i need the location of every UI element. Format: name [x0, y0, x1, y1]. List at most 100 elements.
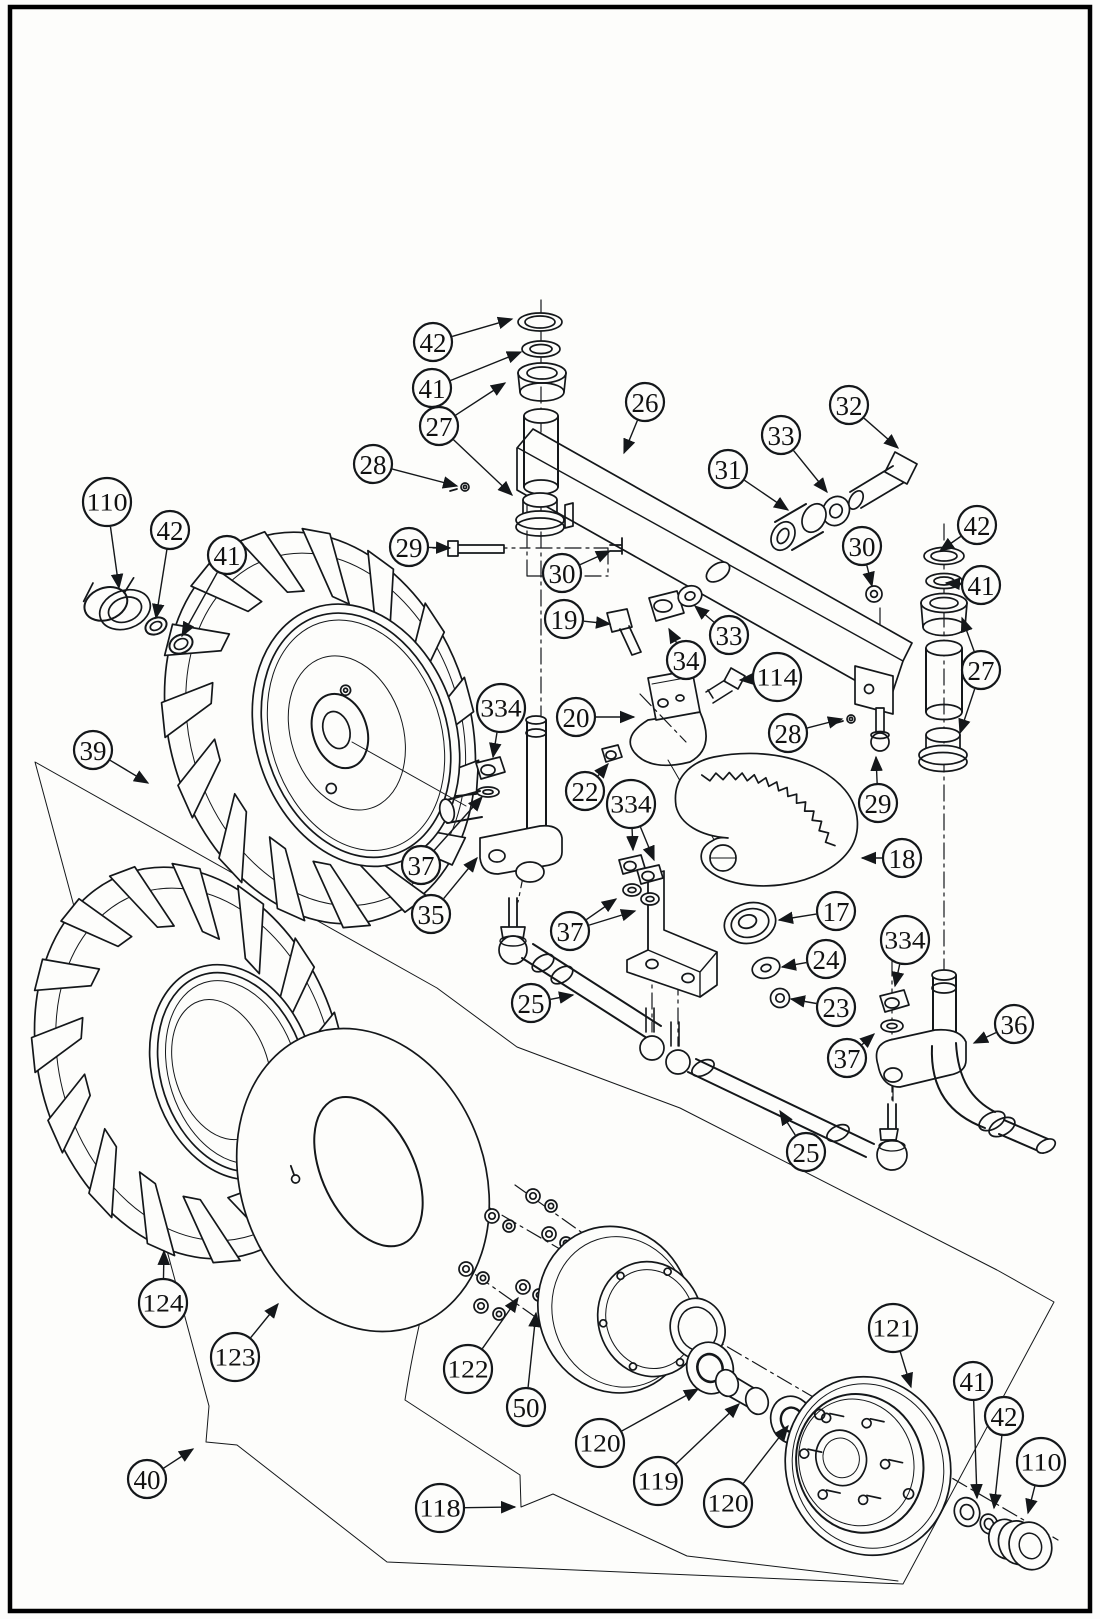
balloon-circle	[352, 443, 394, 485]
callout-120: 120	[574, 1388, 700, 1469]
leader-line	[392, 468, 459, 489]
leader-line	[989, 1435, 1003, 1510]
leader-line	[527, 1311, 541, 1388]
callout-27: 27	[418, 382, 514, 496]
callout-37: 37	[400, 795, 483, 886]
leader-line	[944, 577, 962, 591]
balloon-number: 120	[579, 1431, 620, 1458]
balloon-circle	[400, 844, 442, 886]
wheel-bolt	[473, 1298, 489, 1314]
balloon-number: 118	[419, 1496, 460, 1523]
balloon-number: 28	[360, 450, 387, 480]
lock-washer	[544, 1199, 558, 1213]
balloon-circle	[632, 1455, 684, 1507]
callout-29: 29	[857, 755, 899, 824]
balloon-number: 23	[823, 993, 850, 1023]
balloon-circle	[543, 598, 585, 640]
kingpin-left	[447, 312, 623, 557]
leader-line	[163, 1448, 195, 1469]
balloon-circle	[956, 504, 998, 546]
balloon-number: 334	[884, 928, 926, 955]
balloon-circle	[442, 1343, 494, 1395]
callout-118: 118	[414, 1482, 517, 1534]
balloon-circle	[574, 1417, 626, 1469]
leader-line	[428, 541, 452, 554]
callout-41: 41	[411, 351, 523, 409]
leader-line	[938, 535, 962, 552]
callout-119: 119	[632, 1403, 741, 1507]
balloon-number: 34	[673, 646, 701, 676]
inner-tube-123	[235, 1027, 491, 1333]
balloon-number: 37	[557, 917, 584, 947]
balloon-number: 33	[716, 621, 743, 651]
callout-120: 120	[702, 1424, 789, 1529]
leader-line	[433, 795, 483, 851]
leader-line	[250, 1302, 279, 1339]
callout-27: 27	[958, 616, 1002, 735]
washer-24	[751, 956, 781, 980]
balloon-circle	[708, 614, 750, 656]
leader-line	[780, 958, 807, 971]
balloon-number: 19	[551, 605, 578, 635]
leader-line	[870, 755, 883, 784]
balloon-circle	[410, 893, 452, 935]
callout-33: 33	[760, 414, 828, 494]
balloon-circle	[879, 914, 931, 966]
balloon-circle	[81, 476, 133, 528]
leader-line	[453, 439, 514, 496]
wheel-hub-118	[536, 1225, 726, 1394]
callout-39: 39	[72, 729, 150, 784]
balloon-number: 121	[872, 1316, 913, 1343]
leader-line	[151, 549, 168, 620]
spindle-right-36	[875, 969, 1057, 1154]
callout-41: 41	[944, 564, 1002, 606]
callout-23: 23	[789, 986, 857, 1028]
lock-washer	[476, 1271, 490, 1285]
balloon-number: 122	[447, 1357, 488, 1384]
leader-line	[675, 1403, 741, 1465]
balloon-number: 25	[518, 989, 545, 1019]
leader-line	[452, 316, 514, 338]
callout-40: 40	[126, 1448, 195, 1500]
leader-line	[744, 479, 790, 511]
balloon-number: 120	[707, 1491, 748, 1518]
balloon-circle	[805, 938, 847, 980]
leader-line	[579, 550, 612, 566]
balloon-number: 42	[991, 1402, 1018, 1432]
balloon-circle	[828, 384, 870, 426]
balloon-number: 25	[793, 1138, 820, 1168]
callout-334: 334	[879, 914, 931, 988]
leader-line	[891, 964, 905, 988]
leader-line	[550, 991, 575, 1004]
callout-110: 110	[1015, 1436, 1067, 1515]
wheel-bolt	[484, 1208, 500, 1224]
balloon-circle	[857, 782, 899, 824]
leader-line	[779, 1109, 796, 1136]
leader-line	[464, 1500, 517, 1514]
balloon-circle	[702, 1477, 754, 1529]
idler-pulley-17	[723, 901, 777, 945]
callout-29: 29	[388, 526, 452, 568]
hub-bolts-122-50	[458, 1188, 573, 1321]
leader-line	[157, 1249, 171, 1279]
wheel-bolt	[541, 1226, 557, 1242]
balloon-number: 29	[396, 533, 423, 563]
balloon-circle	[760, 414, 802, 456]
balloon-number: 37	[408, 851, 435, 881]
leader-line	[181, 572, 218, 638]
balloon-circle	[475, 682, 527, 734]
balloon-number: 22	[572, 777, 599, 807]
balloon-number: 33	[768, 421, 795, 451]
sector-gear-18	[674, 752, 859, 887]
leader-line	[481, 1296, 519, 1349]
callout-37: 37	[549, 898, 637, 952]
balloon-circle	[952, 1360, 994, 1402]
lock-washer	[492, 1307, 506, 1321]
balloon-circle	[549, 910, 591, 952]
balloon-number: 119	[637, 1469, 678, 1496]
balloon-number: 39	[80, 736, 107, 766]
balloon-number: 17	[823, 897, 850, 927]
leader-line	[899, 1351, 913, 1389]
balloon-circle	[983, 1395, 1025, 1437]
balloon-circle	[564, 770, 606, 812]
